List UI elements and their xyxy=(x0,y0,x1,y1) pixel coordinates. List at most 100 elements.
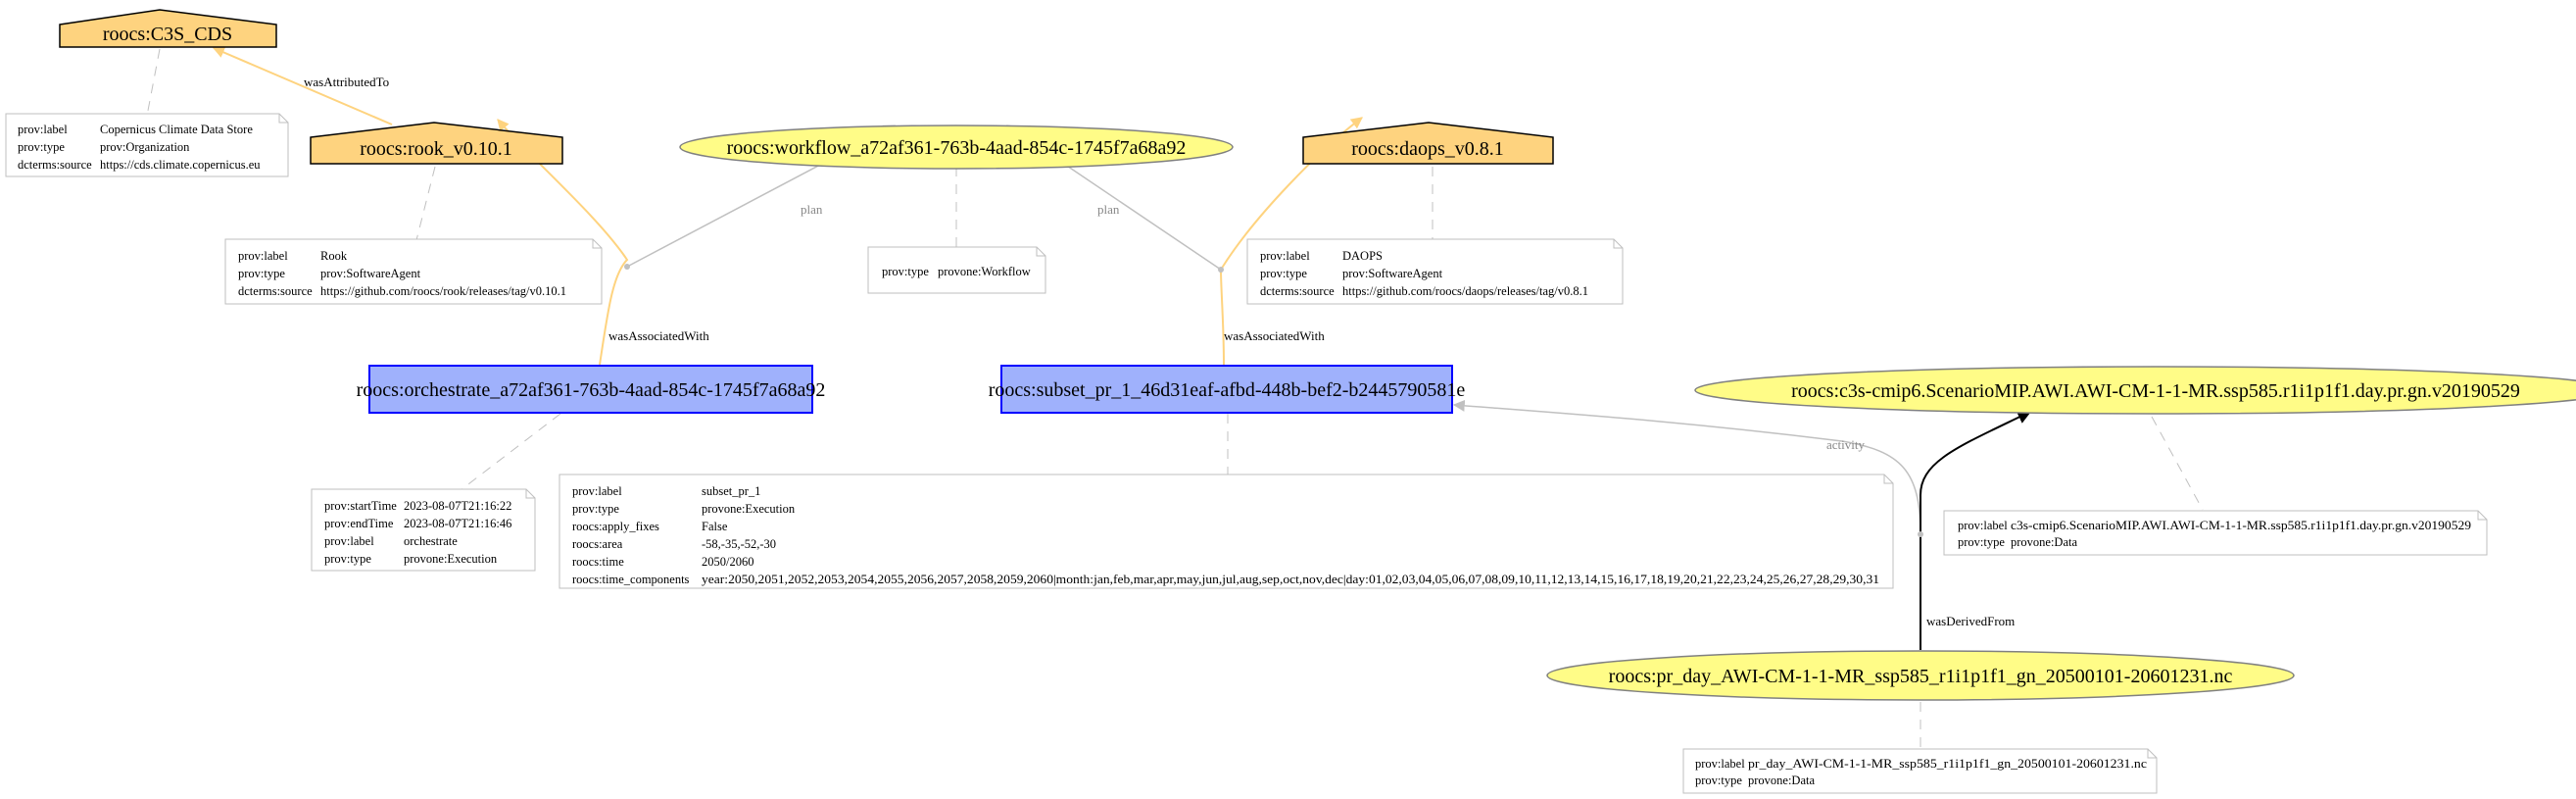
note-value: DAOPS xyxy=(1342,249,1383,263)
junction-rook xyxy=(624,264,630,270)
node-subset[interactable]: roocs:subset_pr_1_46d31eaf-afbd-448b-bef… xyxy=(989,365,1466,414)
node-label: roocs:rook_v0.10.1 xyxy=(360,138,512,160)
node-c3s-cmip6[interactable]: roocs:c3s-cmip6.ScenarioMIP.AWI.AWI-CM-1… xyxy=(1694,366,2576,415)
note-value: subset_pr_1 xyxy=(702,484,760,498)
edge-label-plan-left: plan xyxy=(801,202,823,217)
note-value: provone:Execution xyxy=(702,502,796,516)
note-value: prov:SoftwareAgent xyxy=(320,267,421,280)
agent-shape xyxy=(59,9,277,48)
agent-shape xyxy=(1302,122,1554,165)
node-label: roocs:workflow_a72af361-763b-4aad-854c-1… xyxy=(727,137,1187,159)
note-key: prov:label xyxy=(572,484,622,498)
edge-labels: wasAttributedTo wasAssociatedWith wasAss… xyxy=(304,75,2015,628)
note-daops: prov:label DAOPS prov:type prov:Software… xyxy=(1246,238,1624,305)
note-rook: prov:label Rook prov:type prov:SoftwareA… xyxy=(224,238,603,305)
note-fold xyxy=(525,489,535,499)
note-shape xyxy=(224,238,603,305)
note-pr-day: prov:label pr_day_AWI-CM-1-1-MR_ssp585_r… xyxy=(1682,748,2158,794)
note-key: prov:endTime xyxy=(324,517,394,530)
note-value: prov:SoftwareAgent xyxy=(1342,267,1443,280)
edge-was-attributed-to xyxy=(212,46,393,125)
note-subset: prov:label subset_pr_1 prov:type provone… xyxy=(559,474,1894,589)
entity-shape xyxy=(679,125,1234,170)
note-fold xyxy=(278,114,288,124)
note-shape xyxy=(1246,238,1624,305)
edge-label-was-associated-with-daops: wasAssociatedWith xyxy=(1224,328,1325,343)
note-key: prov:label xyxy=(238,249,288,263)
note-value: 2023-08-07T21:16:46 xyxy=(404,517,511,530)
entity-shape xyxy=(1546,650,2295,701)
annotation-link-c3s-cds xyxy=(146,48,161,117)
note-fold xyxy=(2147,749,2157,759)
note-value: 2050/2060 xyxy=(702,555,753,569)
note-fold xyxy=(1883,474,1893,484)
entity-shape xyxy=(1694,366,2576,415)
edge-activity xyxy=(1452,399,1921,535)
note-key: prov:label xyxy=(1958,519,2008,532)
node-workflow[interactable]: roocs:workflow_a72af361-763b-4aad-854c-1… xyxy=(679,125,1234,170)
junction-activity xyxy=(1918,531,1923,537)
node-label: roocs:c3s-cmip6.ScenarioMIP.AWI.AWI-CM-1… xyxy=(1791,380,2520,402)
annotation-link-rook xyxy=(415,166,436,241)
edge-label-was-attributed-to: wasAttributedTo xyxy=(304,75,389,89)
node-c3s-cds[interactable]: roocs:C3S_CDS xyxy=(59,9,277,48)
note-key: dcterms:source xyxy=(1260,284,1335,298)
note-key: prov:type xyxy=(1695,774,1742,787)
edge-label-was-associated-with-rook: wasAssociatedWith xyxy=(608,328,709,343)
note-value: year:2050,2051,2052,2053,2054,2055,2056,… xyxy=(702,573,1879,586)
edge-junctions xyxy=(624,264,1923,537)
note-c3s-cds: prov:label Copernicus Climate Data Store… xyxy=(5,113,289,177)
note-key: prov:label xyxy=(1695,757,1745,771)
node-label: roocs:pr_day_AWI-CM-1-1-MR_ssp585_r1i1p1… xyxy=(1609,666,2233,687)
note-key: prov:type xyxy=(18,140,65,154)
note-workflow: prov:type provone:Workflow xyxy=(867,246,1046,294)
note-key: roocs:area xyxy=(572,537,623,551)
note-shape xyxy=(559,474,1894,589)
note-shape xyxy=(1682,748,2158,794)
note-key: prov:label xyxy=(1260,249,1310,263)
note-fold xyxy=(1036,247,1045,257)
note-key: prov:type xyxy=(572,502,619,516)
edge-label-was-derived-from: wasDerivedFrom xyxy=(1926,614,2015,628)
note-shape xyxy=(1943,510,2488,556)
node-orchestrate[interactable]: roocs:orchestrate_a72af361-763b-4aad-854… xyxy=(357,365,826,414)
node-label: roocs:subset_pr_1_46d31eaf-afbd-448b-bef… xyxy=(989,379,1466,401)
note-shape xyxy=(5,113,289,177)
note-value: pr_day_AWI-CM-1-1-MR_ssp585_r1i1p1f1_gn_… xyxy=(1748,757,2147,771)
junction-daops xyxy=(1218,267,1224,273)
note-key: prov:startTime xyxy=(324,499,397,513)
node-pr-day[interactable]: roocs:pr_day_AWI-CM-1-1-MR_ssp585_r1i1p1… xyxy=(1546,650,2295,701)
note-key: roocs:time xyxy=(572,555,624,569)
node-label: roocs:daops_v0.8.1 xyxy=(1351,138,1504,160)
annotation-connectors xyxy=(146,48,2204,749)
note-value: -58,-35,-52,-30 xyxy=(702,537,776,551)
note-value: provone:Data xyxy=(1748,774,1815,787)
activity-shape xyxy=(368,365,813,414)
edge-was-derived-from xyxy=(1920,411,2032,650)
note-key: prov:type xyxy=(324,552,371,566)
edge-label-activity: activity xyxy=(1826,437,1865,452)
note-value: https://cds.climate.copernicus.eu xyxy=(100,158,261,172)
note-value: prov:Organization xyxy=(100,140,190,154)
note-value: False xyxy=(702,520,728,533)
note-shape xyxy=(311,488,536,572)
note-value: Rook xyxy=(320,249,348,263)
edge-label-plan-right: plan xyxy=(1097,202,1120,217)
note-value: provone:Workflow xyxy=(938,265,1031,278)
note-fold xyxy=(2477,511,2487,521)
node-label: roocs:orchestrate_a72af361-763b-4aad-854… xyxy=(357,379,826,401)
note-value: https://github.com/roocs/daops/releases/… xyxy=(1342,284,1588,298)
note-value: https://github.com/roocs/rook/releases/t… xyxy=(320,284,566,298)
node-daops[interactable]: roocs:daops_v0.8.1 xyxy=(1302,122,1554,165)
note-key: prov:label xyxy=(324,534,374,548)
node-rook[interactable]: roocs:rook_v0.10.1 xyxy=(310,122,563,165)
note-key: dcterms:source xyxy=(238,284,313,298)
note-c3s-cmip6: prov:label c3s-cmip6.ScenarioMIP.AWI.AWI… xyxy=(1943,510,2488,556)
note-key: roocs:time_components xyxy=(572,573,690,586)
note-key: prov:type xyxy=(238,267,285,280)
note-fold xyxy=(1613,239,1623,249)
note-key: prov:type xyxy=(1958,535,2005,549)
note-key: prov:type xyxy=(1260,267,1307,280)
note-orchestrate: prov:startTime 2023-08-07T21:16:22 prov:… xyxy=(311,488,536,572)
